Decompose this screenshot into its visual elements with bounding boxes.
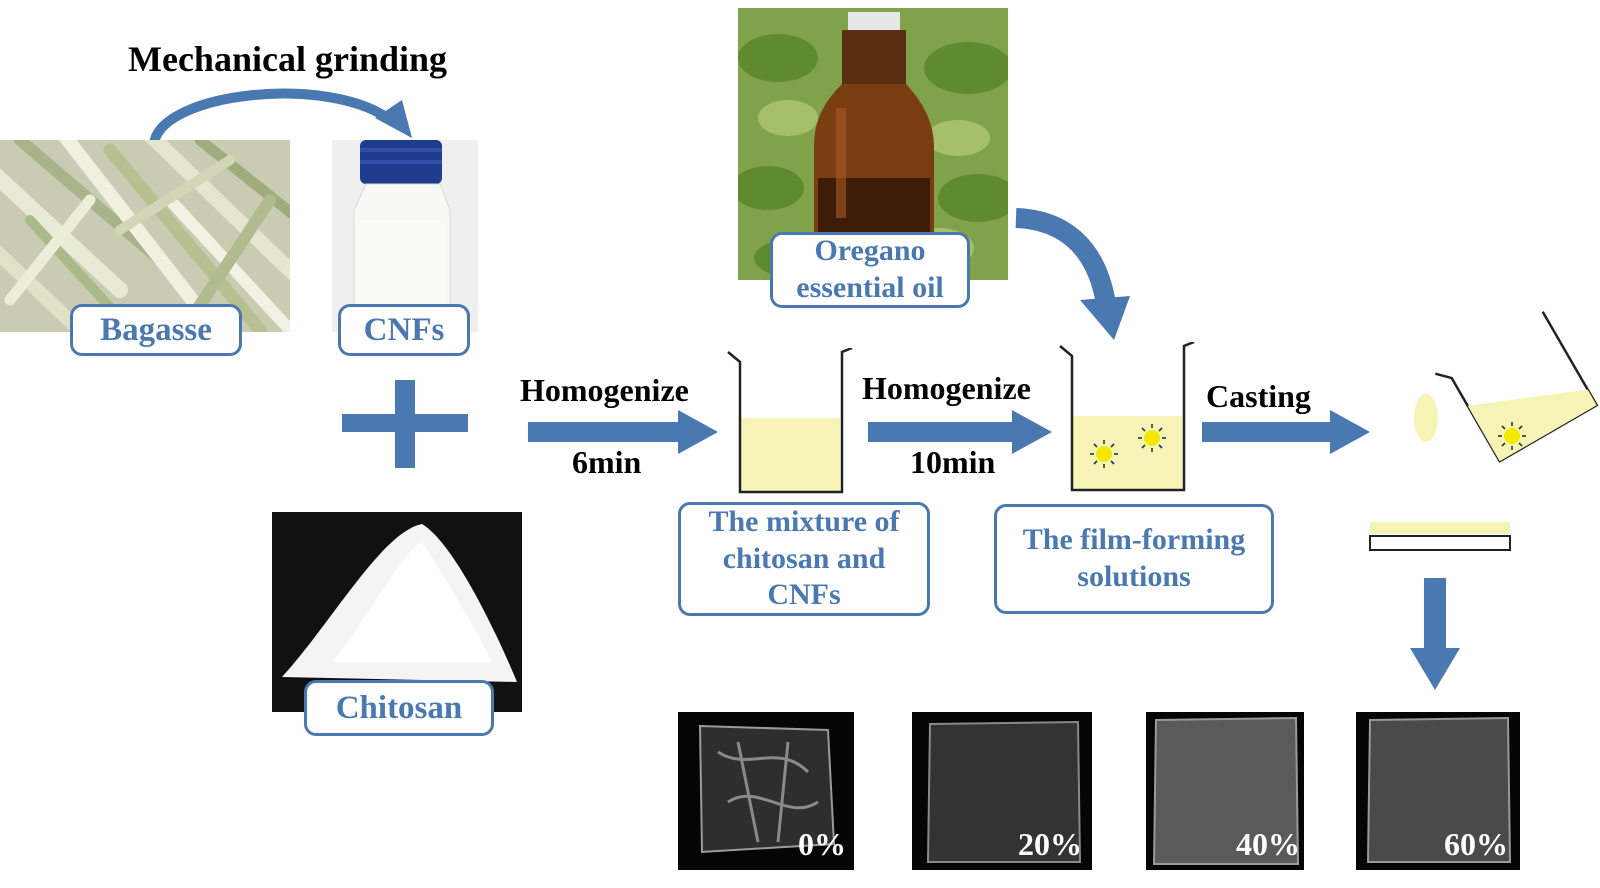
sun-icon-3 — [1498, 422, 1526, 450]
bagasse-label: Bagasse — [70, 304, 242, 356]
film-photo-60 — [1356, 712, 1520, 870]
plus-icon — [342, 380, 468, 468]
film-percent-60: 60% — [1444, 826, 1508, 862]
time-10min-label: 10min — [910, 444, 996, 480]
film-forming-label: The film-forming solutions — [994, 504, 1274, 614]
oregano-oil-label: Oregano essential oil — [770, 232, 970, 308]
arrow-right-icon-2 — [868, 410, 1052, 454]
cast-film-plate-icon — [1369, 522, 1511, 551]
bagasse-photo — [0, 140, 290, 332]
film-photo-20 — [912, 712, 1092, 870]
film-percent-20: 20% — [1018, 826, 1082, 862]
mixture-label: The mixture of chitosan and CNFs — [678, 502, 930, 616]
pouring-beaker-icon — [1414, 311, 1599, 463]
cnfs-label: CNFs — [338, 304, 470, 356]
sun-icon-2 — [1138, 424, 1166, 452]
mechanical-grinding-label: Mechanical grinding — [128, 39, 448, 79]
arrow-down-icon — [1410, 578, 1460, 690]
film-percent-40: 40% — [1236, 826, 1300, 862]
chitosan-label: Chitosan — [304, 680, 494, 736]
film-photo-0 — [678, 712, 854, 870]
beaker-film-forming-icon — [1059, 342, 1195, 492]
time-6min-label: 6min — [572, 444, 642, 480]
homogenize-step-2-label: Homogenize — [862, 370, 1031, 406]
chitosan-powder-photo — [272, 512, 522, 712]
film-photo-40 — [1146, 712, 1304, 870]
grinding-curved-arrow — [149, 88, 412, 146]
arrow-right-icon-3 — [1202, 410, 1370, 454]
arrow-right-icon-1 — [528, 410, 718, 454]
homogenize-step-1-label: Homogenize — [520, 372, 689, 408]
oil-curved-arrow — [1015, 208, 1130, 340]
film-percent-0: 0% — [798, 826, 846, 862]
sun-icon-1 — [1090, 440, 1118, 468]
beaker-mixture-icon — [727, 348, 853, 494]
casting-step-label: Casting — [1206, 378, 1311, 414]
